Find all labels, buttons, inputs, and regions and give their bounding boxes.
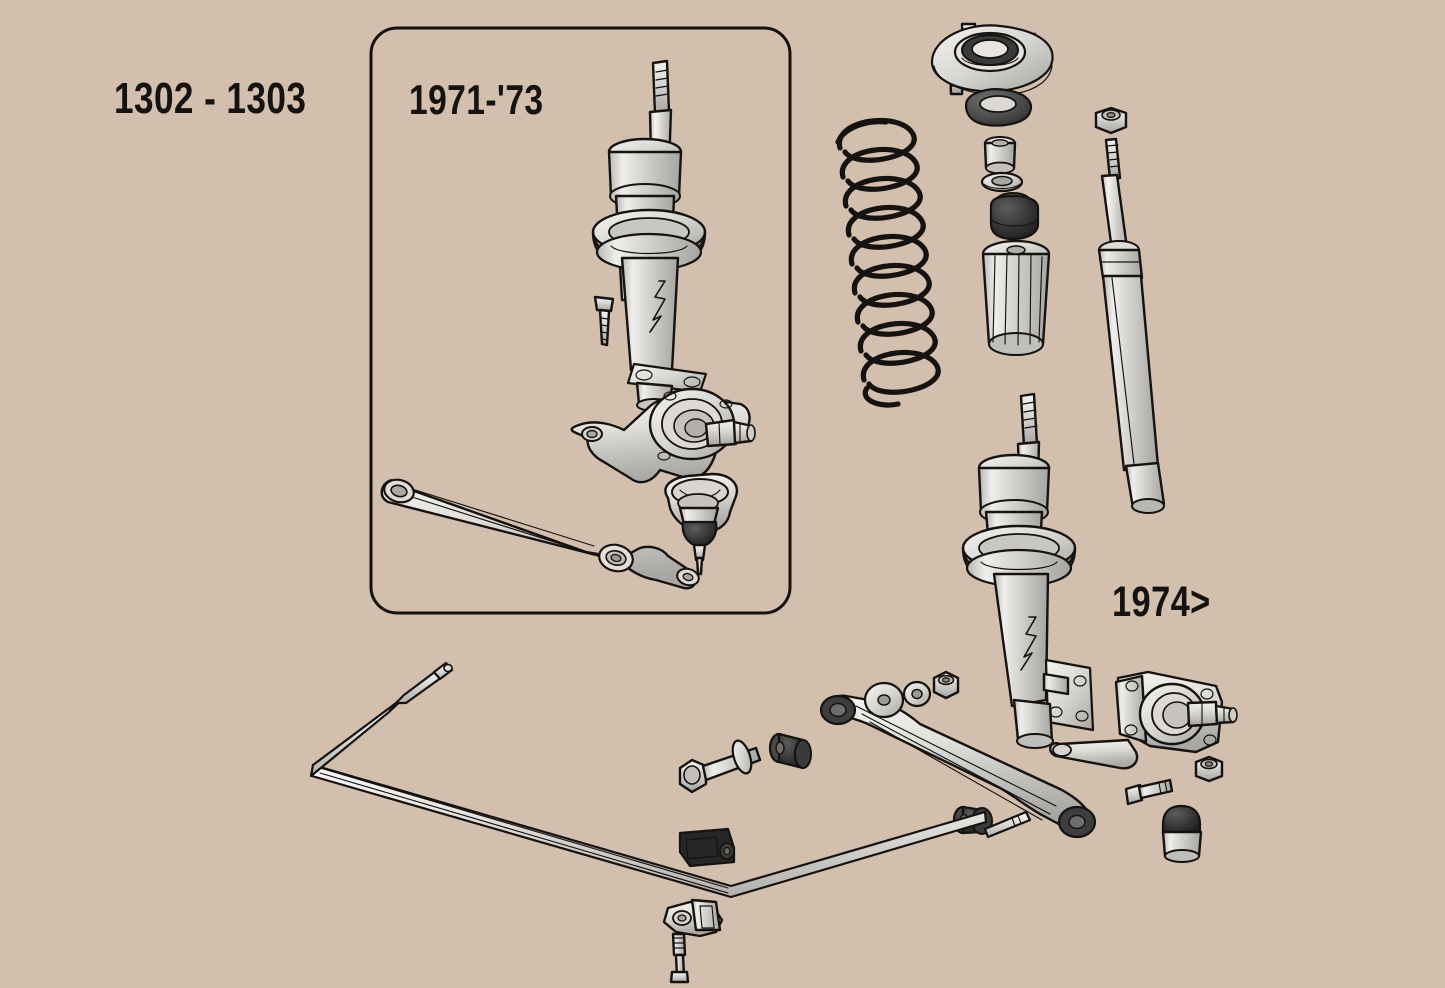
label-late-years: 1974> <box>1112 578 1211 626</box>
bump-stop <box>989 192 1040 241</box>
strut-top-mount <box>930 22 1054 96</box>
sway-bar-link-bushing <box>768 732 812 770</box>
steering-knuckle-late <box>1049 670 1238 770</box>
sway-bar-clamp-bracket <box>662 898 724 938</box>
shock-insert-cartridge <box>1097 137 1166 514</box>
link-nut <box>932 670 960 700</box>
label-model-range: 1302 - 1303 <box>114 74 307 123</box>
link-bolt <box>678 739 762 794</box>
spring-seat-late <box>961 524 1077 588</box>
strut-bolt-early <box>593 295 615 347</box>
knuckle-nut <box>1194 755 1224 783</box>
ball-joint-late <box>1161 804 1203 863</box>
link-washer-small <box>902 680 932 708</box>
label-early-years: 1971-'73 <box>409 76 544 123</box>
damper-nut <box>1094 106 1128 135</box>
coil-spring <box>835 117 941 408</box>
strut-bracket-late <box>1012 658 1095 749</box>
spacer-sleeve <box>983 136 1017 175</box>
anti-roll-bar <box>309 661 988 899</box>
strut-assembly-early <box>591 59 708 412</box>
knuckle-bolt <box>1124 778 1174 806</box>
steering-knuckle-early <box>570 387 756 484</box>
control-arm-early <box>380 478 700 590</box>
clamp-bolt <box>669 932 690 984</box>
mount-rubber-ring <box>964 88 1033 127</box>
dust-boot-bellows <box>981 239 1051 356</box>
link-washer-large <box>863 681 905 719</box>
sway-bar-link-rod <box>983 810 1032 839</box>
ball-joint-early <box>664 472 739 576</box>
control-arm-late <box>819 694 1097 839</box>
thrust-washer <box>980 171 1024 193</box>
sway-bar-clamp <box>678 827 736 868</box>
strut-assembly-late <box>961 392 1095 749</box>
callout-box-1971-73 <box>369 26 792 615</box>
